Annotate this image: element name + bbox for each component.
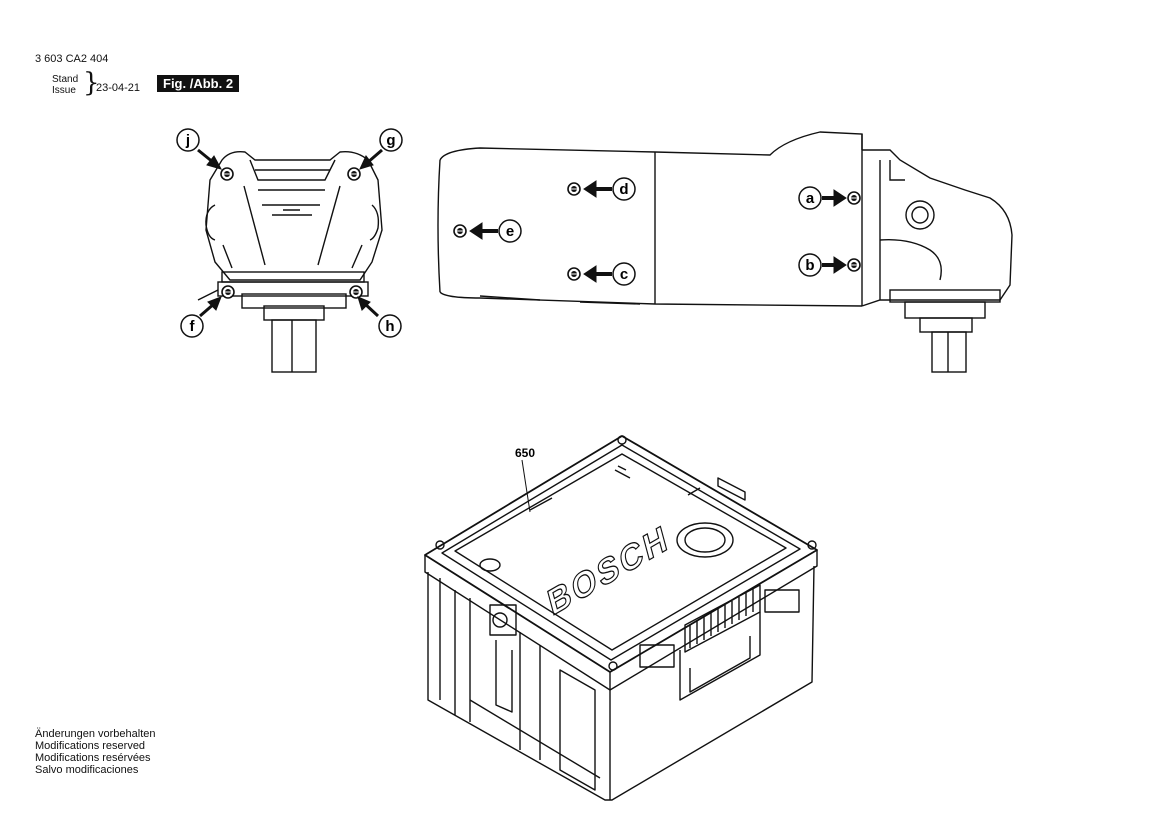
stand-issue-labels: Stand Issue — [52, 74, 78, 96]
doc-number: 3 603 CA2 404 — [35, 53, 109, 65]
callout-c: c — [612, 262, 636, 286]
part-leader-line — [521, 459, 531, 513]
note-german: Änderungen vorbehalten — [35, 728, 156, 740]
note-english: Modifications reserved — [35, 740, 146, 752]
callout-label-c: c — [620, 266, 628, 283]
carrying-case — [424, 435, 818, 801]
screw-j — [220, 167, 234, 181]
callout-b: b — [798, 253, 822, 277]
grinder-front-view — [197, 150, 383, 373]
modification-notes: Änderungen vorbehalten Modifications res… — [35, 728, 155, 776]
callout-label-h: h — [385, 318, 394, 335]
callout-g: g — [379, 128, 403, 152]
brace-glyph: } — [83, 68, 100, 98]
callout-e: e — [498, 219, 522, 243]
callout-d: d — [612, 177, 636, 201]
stand-label: Stand — [52, 74, 79, 85]
front-view-arrows — [197, 148, 383, 318]
callout-label-j: j — [185, 132, 190, 149]
callout-label-d: d — [619, 181, 628, 198]
note-french: Modifications resérvées — [35, 752, 151, 764]
callout-a: a — [798, 186, 822, 210]
case-brand-logo: BOSCH — [544, 518, 673, 624]
screw-f — [221, 285, 235, 299]
issue-label: Issue — [52, 85, 76, 96]
screw-e — [453, 224, 467, 238]
grinder-side-view — [437, 131, 1013, 373]
figure-label: Fig. /Abb. 2 — [157, 75, 240, 92]
screw-h — [349, 285, 363, 299]
screw-g — [347, 167, 361, 181]
callout-label-a: a — [806, 190, 815, 207]
issue-date: 23-04-21 — [96, 82, 141, 94]
case-part-number: 650 — [515, 446, 535, 460]
callout-j: j — [176, 128, 200, 152]
callout-label-e: e — [506, 223, 514, 240]
screw-a — [847, 191, 861, 205]
callout-label-g: g — [386, 132, 395, 149]
callout-label-b: b — [805, 257, 814, 274]
note-spanish: Salvo modificaciones — [35, 764, 139, 776]
screw-b — [847, 258, 861, 272]
callout-f: f — [180, 314, 204, 338]
callout-label-f: f — [190, 318, 196, 335]
callout-h: h — [378, 314, 402, 338]
side-view-arrows — [469, 180, 847, 283]
screw-d — [567, 182, 581, 196]
screw-c — [567, 267, 581, 281]
